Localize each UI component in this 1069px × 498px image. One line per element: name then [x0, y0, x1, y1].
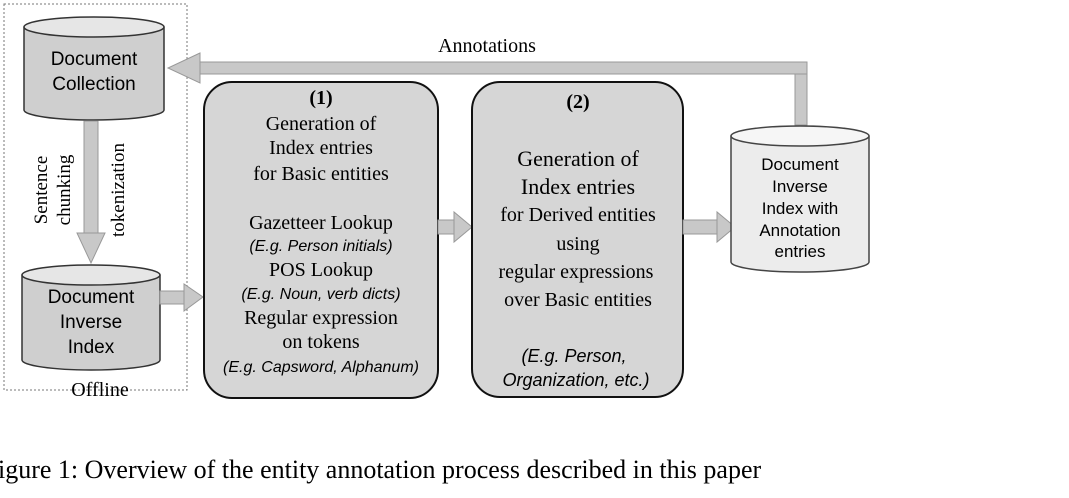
box1-line-9: on tokens: [282, 331, 359, 353]
annotation-index-line-3: Index with: [762, 199, 839, 218]
offline-label: Offline: [71, 379, 129, 401]
figure-caption: igure 1: Overview of the entity annotati…: [0, 455, 762, 484]
box2-line-2: Index entries: [521, 174, 635, 199]
box1-line-1: Generation of: [266, 113, 377, 135]
box1-line-2: Index entries: [269, 137, 373, 159]
box2-line-1: Generation of: [517, 146, 639, 171]
vertical-label-chunking: chunking: [54, 154, 75, 225]
box1-number: (1): [309, 87, 332, 109]
vertical-label-sentence: Sentence: [31, 156, 52, 225]
annotation-index-line-4: Annotation: [759, 221, 840, 240]
annotation-index-line-1: Document: [761, 155, 839, 174]
derived-entities-box: [471, 81, 684, 398]
box2-line-3: for Derived entities: [500, 204, 656, 226]
annotation-index-line-5: entries: [774, 242, 825, 261]
sentence-chunking-arrow: [76, 120, 106, 265]
document-collection-cylinder: [23, 16, 165, 121]
doc-collection-line-2: Collection: [52, 74, 135, 95]
offline-region: [3, 3, 188, 391]
box1-line-5: (E.g. Person initials): [249, 238, 392, 255]
doc-inverse-index-line-2: Inverse: [60, 312, 122, 333]
box1-line-10: (E.g. Capsword, Alphanum): [223, 359, 419, 376]
vertical-label-tokenization: tokenization: [108, 143, 129, 237]
doc-inverse-index-line-3: Index: [68, 337, 115, 358]
index-to-box1-arrow: [159, 283, 204, 312]
annotation-index-line-2: Inverse: [772, 177, 828, 196]
box2-line-8: Organization, etc.): [502, 370, 649, 390]
box1-line-8: Regular expression: [244, 307, 398, 329]
box1-line-3: for Basic entities: [253, 163, 389, 185]
annotations-arrow: [166, 52, 808, 126]
document-inverse-index-cylinder: [21, 264, 161, 371]
box1-line-4: Gazetteer Lookup: [249, 212, 393, 234]
box2-to-annotation-index-arrow: [682, 210, 736, 244]
box2-line-6: over Basic entities: [504, 289, 652, 311]
basic-entities-box: [203, 81, 439, 399]
box2-line-7: (E.g. Person,: [521, 346, 626, 366]
box2-line-4: using: [556, 233, 599, 255]
box1-line-6: POS Lookup: [269, 259, 373, 281]
box2-line-5: regular expressions: [499, 261, 654, 283]
box1-to-box2-arrow: [437, 210, 473, 244]
annotations-label: Annotations: [438, 35, 536, 57]
annotation-index-cylinder: [730, 125, 870, 273]
doc-collection-line-1: Document: [51, 49, 138, 70]
box1-line-7: (E.g. Noun, verb dicts): [241, 286, 400, 303]
doc-inverse-index-line-1: Document: [48, 287, 135, 308]
box2-number: (2): [566, 91, 589, 113]
